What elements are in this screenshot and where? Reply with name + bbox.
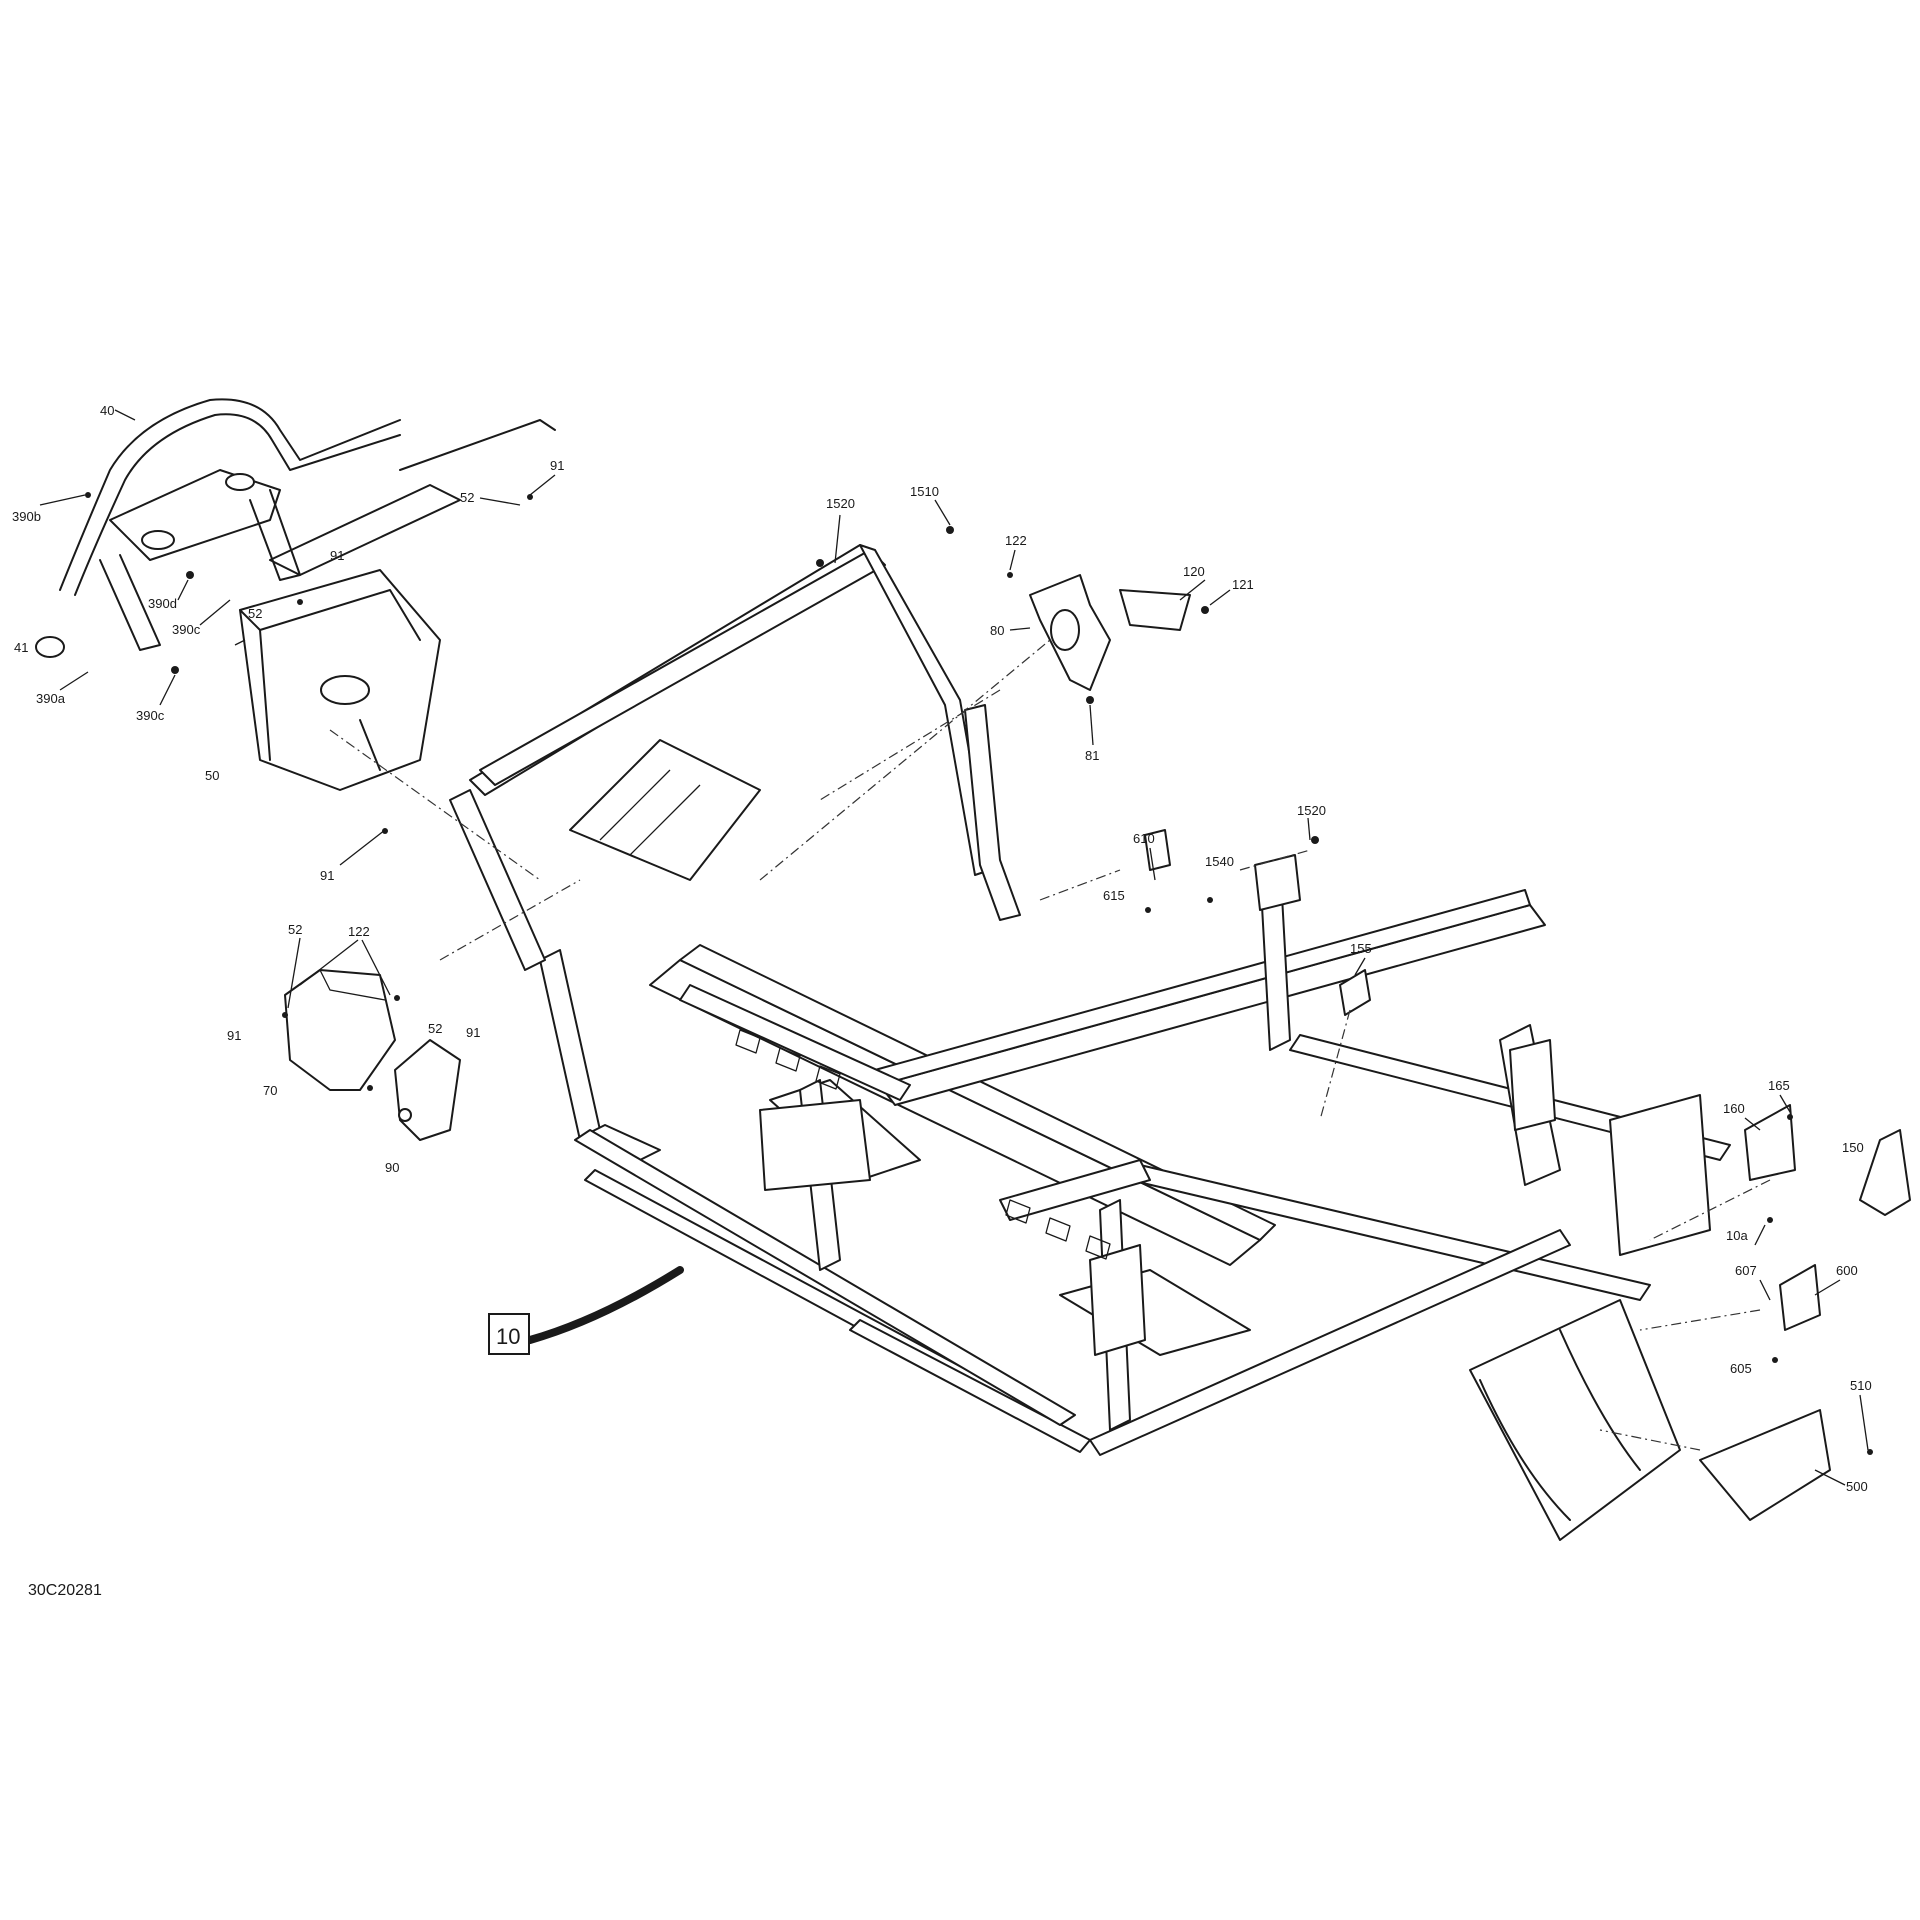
callout-91-d: 91: [466, 1025, 480, 1040]
callout-52-c: 52: [288, 922, 302, 937]
callout-90: 90: [385, 1160, 399, 1175]
callout-91-b: 91: [330, 548, 344, 563]
assembly-tag-box: [488, 1313, 530, 1355]
shield-150: [1859, 1129, 1911, 1216]
callout-150: 150: [1842, 1140, 1864, 1155]
diagram-reference: 30C20281: [28, 1582, 102, 1599]
callout-165: 165: [1768, 1078, 1790, 1093]
callout-41: 41: [14, 640, 28, 655]
callout-390c-upper: 390c: [172, 622, 201, 637]
callout-121: 121: [1232, 577, 1254, 592]
callout-91-e: 91: [227, 1028, 241, 1043]
callout-50: 50: [205, 768, 219, 783]
assembly-tag-label: 10: [496, 1324, 520, 1349]
hardware: [85, 492, 1873, 1455]
callout-390b: 390b: [12, 509, 41, 524]
shield-160: [1744, 1104, 1796, 1181]
bracket-155: [1339, 969, 1371, 1016]
callout-390a: 390a: [36, 691, 66, 706]
callout-510: 510: [1850, 1378, 1872, 1393]
callout-120: 120: [1183, 564, 1205, 579]
callout-1520-a: 1520: [826, 496, 855, 511]
rear-plate-50: [239, 419, 556, 791]
skid-plate-70: [284, 969, 396, 1091]
small-brackets: [1144, 829, 1911, 1521]
callout-10a: 10a: [1726, 1228, 1748, 1243]
skid-500: [1699, 1409, 1831, 1521]
callout-80: 80: [990, 623, 1004, 638]
callout-40: 40: [100, 403, 114, 418]
callout-610: 610: [1133, 831, 1155, 846]
callout-1520-b: 1520: [1297, 803, 1326, 818]
bracket-80: [1029, 574, 1191, 691]
leader-lines: [39, 409, 1869, 1486]
callout-390c-lower: 390c: [136, 708, 165, 723]
callout-70: 70: [263, 1083, 277, 1098]
callout-91-c: 91: [320, 868, 334, 883]
callout-607: 607: [1735, 1263, 1757, 1278]
callout-52-b: 52: [248, 606, 262, 621]
callout-52-d: 52: [428, 1021, 442, 1036]
callout-605: 605: [1730, 1361, 1752, 1376]
callout-1510: 1510: [910, 484, 939, 499]
callout-500: 500: [1846, 1479, 1868, 1494]
callout-1540: 1540: [1205, 854, 1234, 869]
callout-615: 615: [1103, 888, 1125, 903]
assembly-lines: [329, 639, 1771, 1451]
callout-81: 81: [1085, 748, 1099, 763]
callout-122-a: 122: [1005, 533, 1027, 548]
main-assembly-callout: 10: [488, 1266, 684, 1355]
bracket-90: [394, 1039, 461, 1141]
callout-52-a: 52: [460, 490, 474, 505]
callout-600: 600: [1836, 1263, 1858, 1278]
callout-122-b: 122: [348, 924, 370, 939]
callout-160: 160: [1723, 1101, 1745, 1116]
callout-390d: 390d: [148, 596, 177, 611]
rear-bumper-40: [35, 398, 401, 658]
main-frame: [449, 544, 1731, 1541]
bracket-600: [1779, 1264, 1821, 1331]
callout-labels: 40 41 390b 390d 390c 390a 390c 91 52 91 …: [12, 403, 1872, 1494]
bumper-end-cap: [35, 636, 65, 658]
callout-155: 155: [1350, 941, 1372, 956]
callout-91-a: 91: [550, 458, 564, 473]
